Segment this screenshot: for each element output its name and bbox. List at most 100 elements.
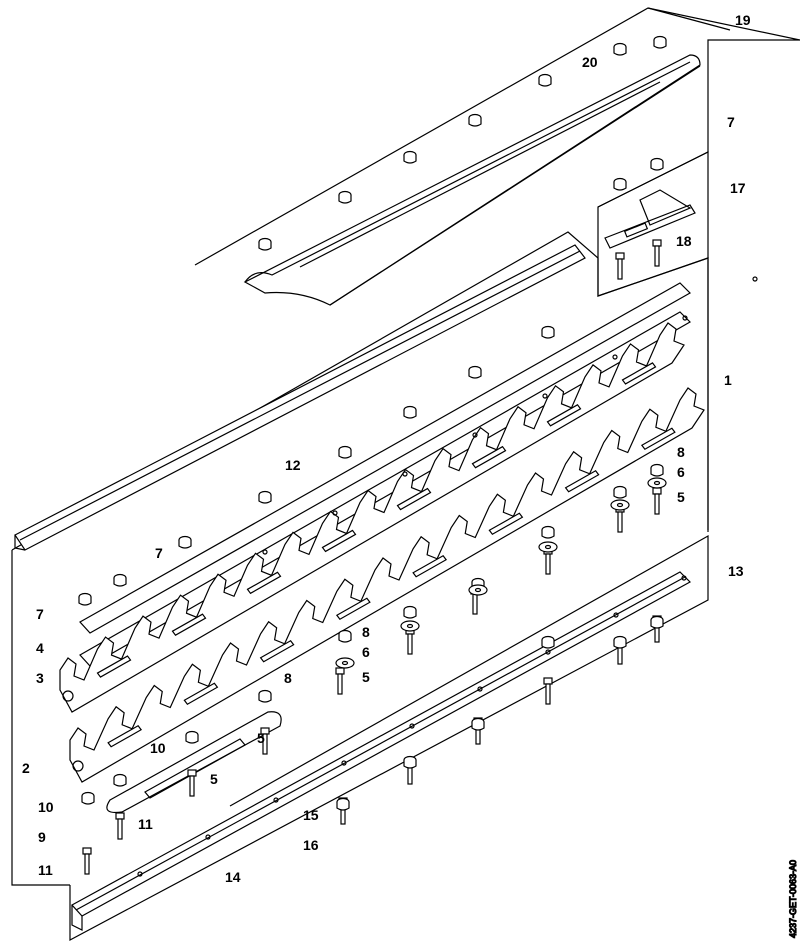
- callout-5: 5: [210, 771, 218, 787]
- callout-8: 8: [284, 670, 292, 686]
- washer-icon: [400, 620, 420, 632]
- drawing-code: 4237-GET-0063-A0: [788, 860, 798, 938]
- hole: [542, 393, 548, 399]
- cutter-blade-1: [59, 322, 685, 713]
- screw-icon: [187, 769, 197, 797]
- screw-icon: [115, 812, 125, 840]
- hole: [682, 315, 688, 321]
- plate-4: [79, 282, 691, 634]
- hole: [545, 649, 551, 655]
- nut-icon: [541, 325, 555, 339]
- hole: [681, 575, 687, 581]
- callout-18: 18: [676, 233, 692, 249]
- nut-icon: [468, 365, 482, 379]
- callout-14: 14: [225, 869, 241, 885]
- group-outline-17: [597, 151, 709, 258]
- nut-icon: [338, 629, 352, 643]
- callout-5: 5: [257, 730, 265, 746]
- nut-icon: [650, 615, 664, 629]
- nut-icon: [613, 42, 627, 56]
- bar-14: [71, 571, 691, 931]
- hole: [332, 510, 338, 516]
- callout-6: 6: [677, 464, 685, 480]
- callout-5: 5: [677, 489, 685, 505]
- callout-15: 15: [303, 807, 319, 823]
- washer-icon: [538, 541, 558, 553]
- callout-16: 16: [303, 837, 319, 853]
- nut-icon: [78, 592, 92, 606]
- callout-10: 10: [150, 740, 166, 756]
- callout-10: 10: [38, 799, 54, 815]
- nut-icon: [613, 485, 627, 499]
- blade-guard: [243, 54, 701, 306]
- callout-8: 8: [677, 444, 685, 460]
- nut-icon: [81, 791, 95, 805]
- plate-3: [79, 311, 691, 667]
- nut-icon: [613, 177, 627, 191]
- nut-icon: [113, 573, 127, 587]
- callout-17: 17: [730, 180, 746, 196]
- nut-icon: [650, 463, 664, 477]
- nut-icon: [403, 405, 417, 419]
- callout-19: 19: [735, 12, 751, 28]
- callout-12: 12: [285, 457, 301, 473]
- callout-9: 9: [38, 829, 46, 845]
- nut-icon: [471, 717, 485, 731]
- screw-icon: [615, 252, 625, 280]
- callout-4: 4: [36, 640, 44, 656]
- callout-6: 6: [362, 644, 370, 660]
- screw-icon: [335, 667, 345, 695]
- callout-11: 11: [38, 862, 53, 878]
- callout-11: 11: [138, 816, 153, 832]
- screw-icon: [260, 727, 270, 755]
- hole: [341, 760, 347, 766]
- washer-icon: [610, 499, 630, 511]
- callout-1: 1: [724, 372, 732, 388]
- hole: [409, 723, 415, 729]
- hole: [477, 686, 483, 692]
- nut-icon: [113, 773, 127, 787]
- callout-5: 5: [362, 669, 370, 685]
- nut-icon: [258, 490, 272, 504]
- slide-plate-9: [106, 711, 282, 814]
- nut-icon: [538, 73, 552, 87]
- hole: [137, 871, 143, 877]
- nut-icon: [336, 797, 350, 811]
- screw-icon: [405, 627, 415, 655]
- hole: [262, 549, 268, 555]
- nut-icon: [338, 445, 352, 459]
- callout-8: 8: [362, 624, 370, 640]
- screw-icon: [652, 239, 662, 267]
- hole: [613, 612, 619, 618]
- nut-icon: [403, 605, 417, 619]
- callout-2: 2: [22, 760, 30, 776]
- plate-17: [604, 189, 696, 249]
- nut-icon: [185, 730, 199, 744]
- nut-icon: [403, 755, 417, 769]
- nut-icon: [541, 525, 555, 539]
- bar-12: [14, 244, 586, 551]
- screw-icon: [652, 487, 662, 515]
- group-outline-1-bottom: [11, 550, 70, 886]
- nut-icon: [338, 190, 352, 204]
- screw-icon: [82, 847, 92, 875]
- hole: [205, 834, 211, 840]
- callout-13: 13: [728, 563, 744, 579]
- hole: [612, 354, 618, 360]
- callout-3: 3: [36, 670, 44, 686]
- nut-icon: [468, 113, 482, 127]
- nut-icon: [613, 635, 627, 649]
- nut-icon: [650, 157, 664, 171]
- nut-icon: [178, 535, 192, 549]
- hole: [752, 276, 758, 282]
- nut-icon: [258, 237, 272, 251]
- nut-icon: [403, 150, 417, 164]
- group-outline-13: [69, 534, 709, 941]
- cutter-blade-2: [69, 387, 705, 783]
- washer-icon: [647, 477, 667, 489]
- leader-19: [647, 7, 731, 31]
- callout-7: 7: [155, 545, 163, 561]
- hole: [273, 797, 279, 803]
- screw-icon: [543, 677, 553, 705]
